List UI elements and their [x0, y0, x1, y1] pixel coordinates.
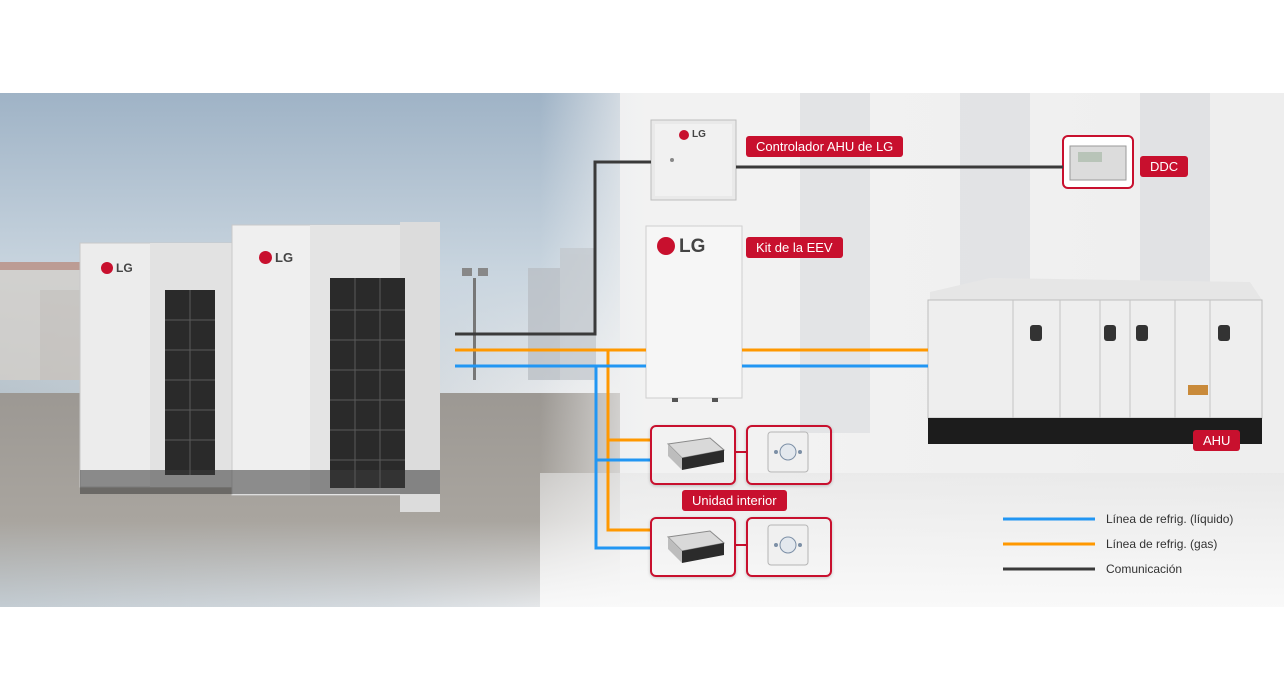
lg-logo-icon: [657, 237, 675, 255]
remote-controller-card: [746, 425, 832, 485]
label-ddc: DDC: [1140, 156, 1189, 177]
label-ahu-controller: Controlador AHU de LG: [746, 136, 904, 157]
cassette-unit-icon: [666, 530, 726, 563]
remote-controller-icon: [767, 524, 809, 566]
lg-logo-text: LG: [275, 250, 294, 265]
indoor-unit-card: [650, 517, 736, 577]
lg-logo-text: LG: [116, 261, 133, 275]
lg-logo-text: LG: [692, 129, 706, 140]
gas-refrigerant-lines: [455, 348, 928, 532]
ddc-box: [1062, 135, 1134, 189]
communication-lines: [455, 160, 1063, 336]
indoor-unit-connectors: [734, 451, 746, 546]
lg-logo-icon: [259, 251, 272, 264]
lg-logo-icon: [679, 130, 689, 140]
indoor-unit-card: [650, 425, 736, 485]
background-buildings: [0, 248, 596, 380]
legend-communication: Comunicación: [1106, 562, 1183, 576]
outdoor-unit-grilles: [165, 278, 405, 488]
label-indoor-unit: Unidad interior: [682, 490, 787, 511]
legend-gas: Línea de refrig. (gas): [1106, 537, 1218, 551]
cassette-unit-icon: [666, 437, 726, 470]
light-pole: [462, 268, 488, 380]
ahu-unit: [927, 278, 1263, 444]
outdoor-unit: [79, 222, 440, 512]
liquid-refrigerant-lines: [455, 364, 928, 550]
interior-floor: [540, 473, 1284, 607]
legend-liquid: Línea de refrig. (líquido): [1106, 512, 1234, 526]
ahu-controller-box: [650, 119, 737, 201]
eev-kit-box: [645, 225, 743, 402]
lg-logo-icon: [101, 262, 113, 274]
label-ahu: AHU: [1193, 430, 1241, 451]
remote-controller-card: [746, 517, 832, 577]
lg-logo-text: LG: [679, 236, 706, 257]
remote-controller-icon: [767, 431, 809, 473]
label-eev-kit: Kit de la EEV: [746, 237, 843, 258]
